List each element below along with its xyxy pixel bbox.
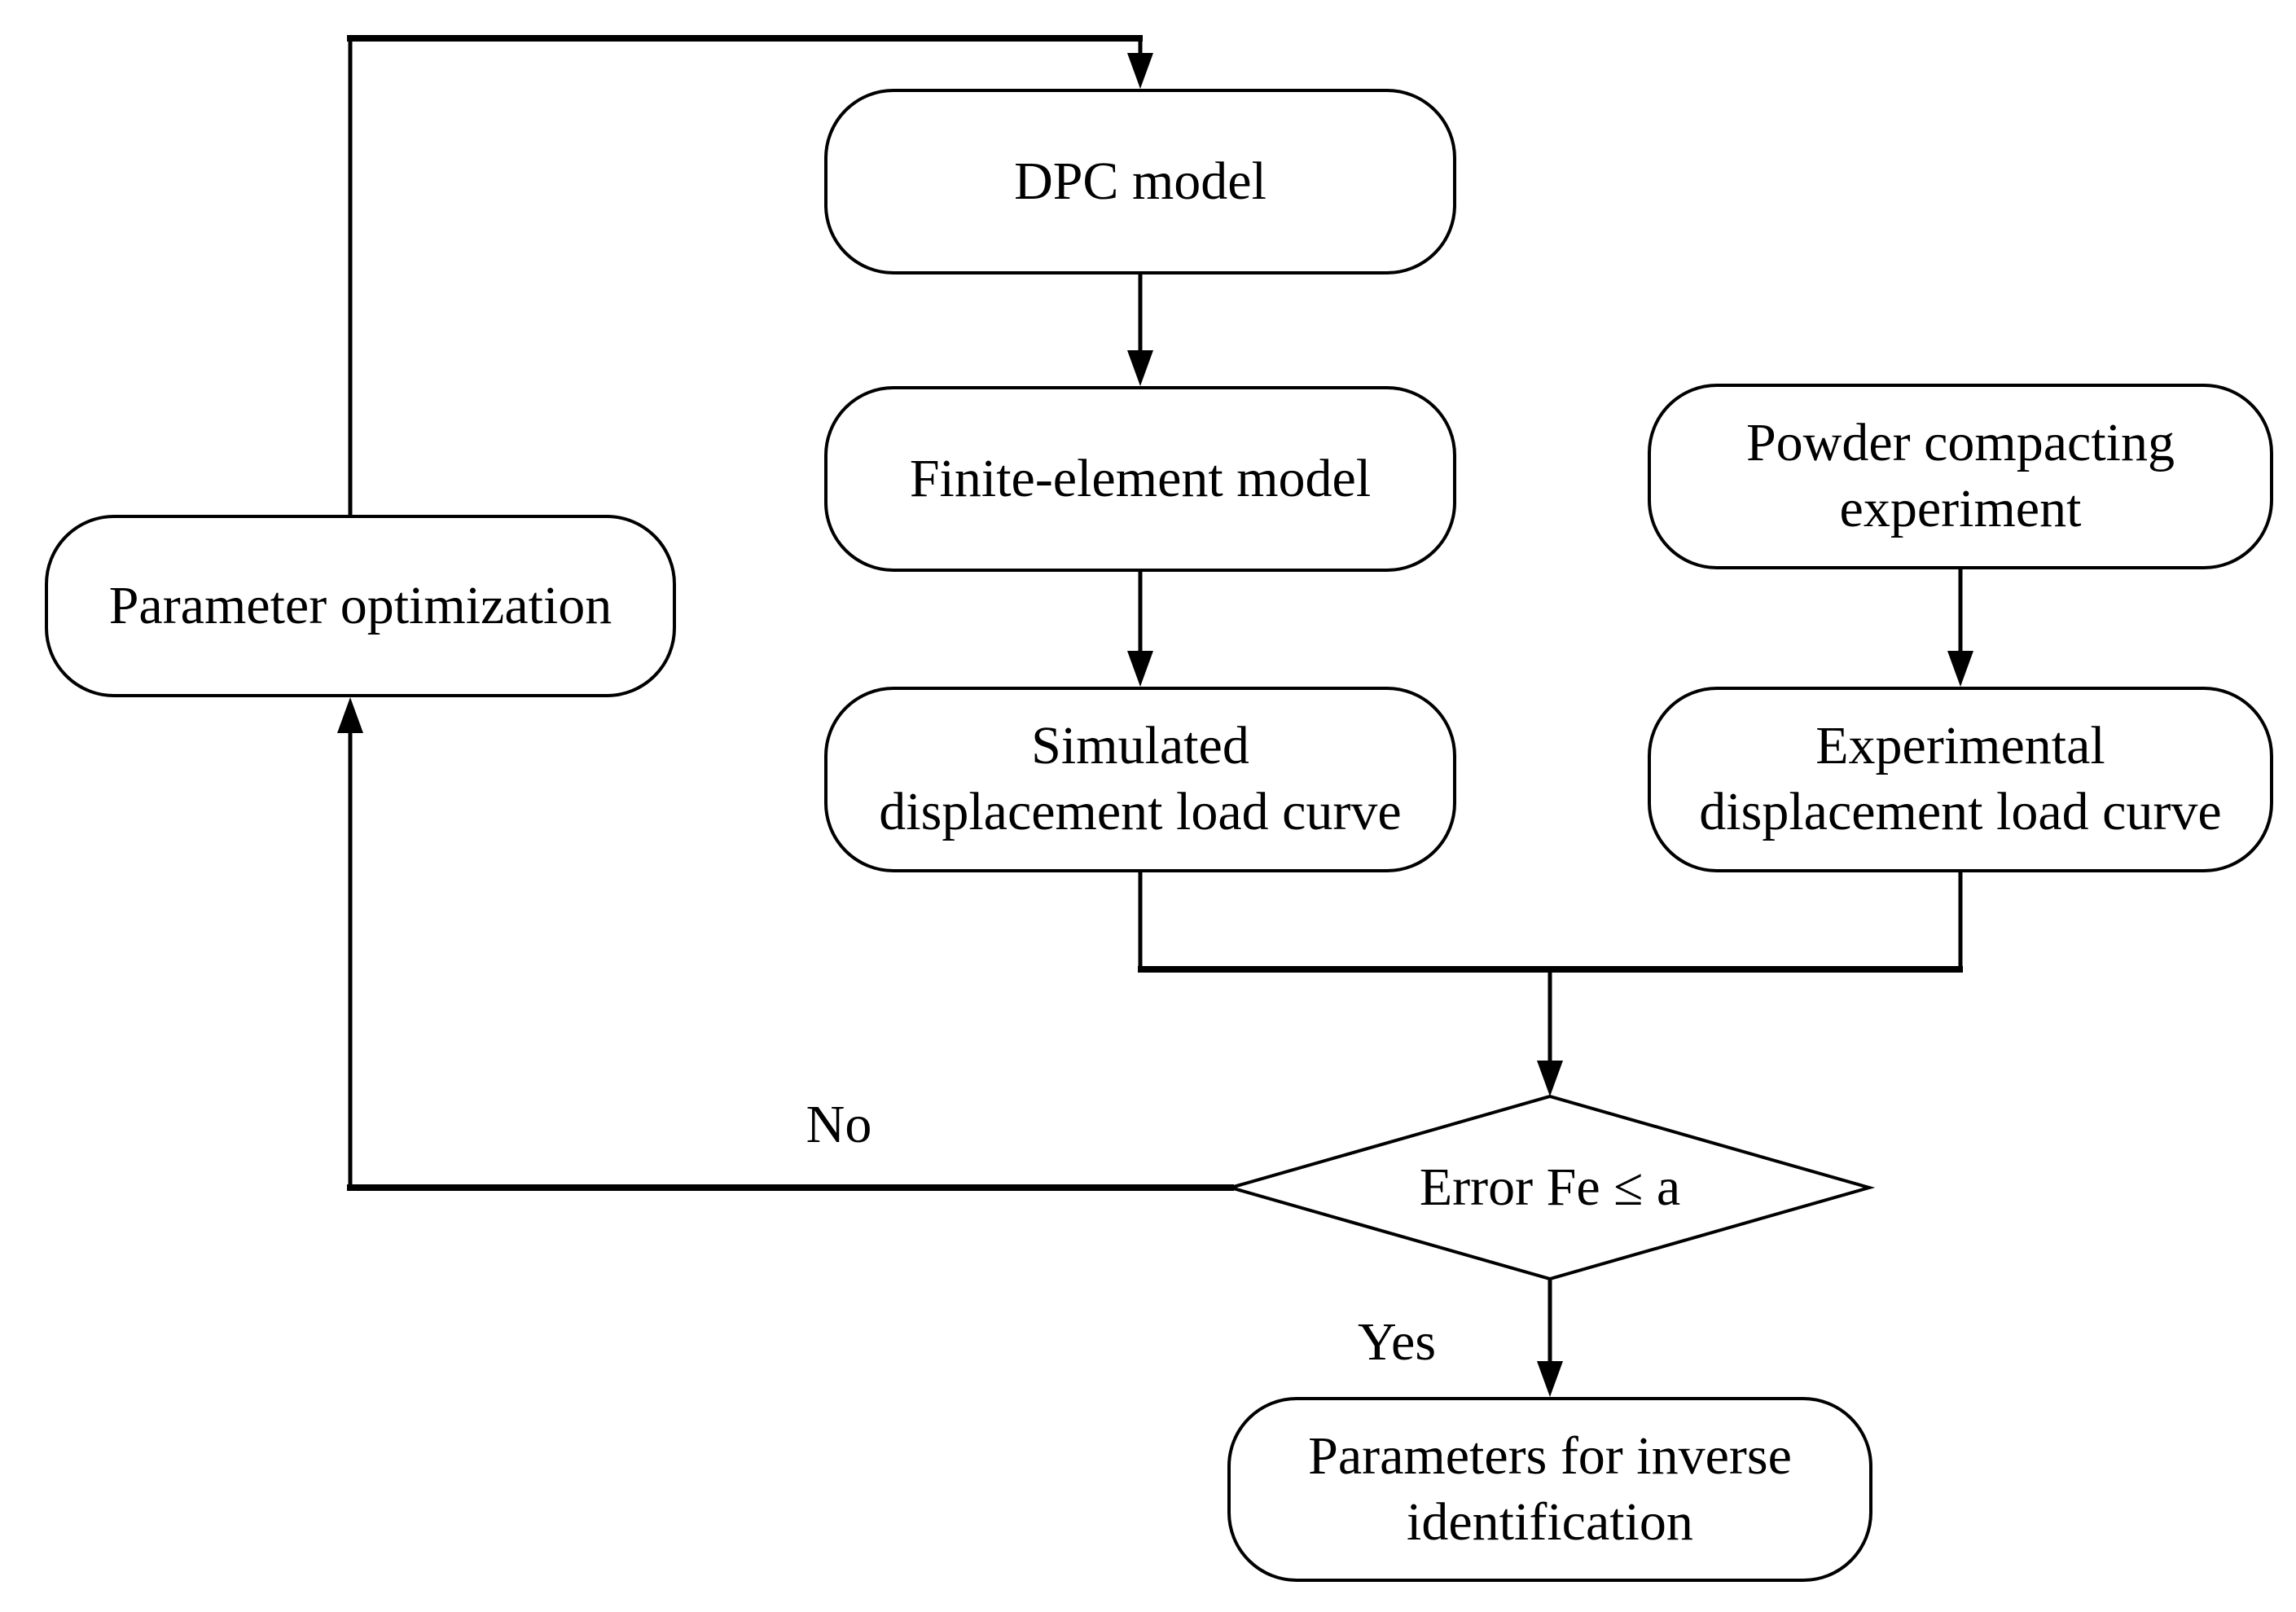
arrowhead-into-paramopt-icon bbox=[337, 697, 363, 733]
node-powder-compacting-experiment-label: Powder compacting experiment bbox=[1745, 413, 2175, 538]
node-experimental-curve: Experimental displacement load curve bbox=[1648, 687, 2273, 872]
node-simulated-curve: Simulated displacement load curve bbox=[824, 687, 1456, 872]
arrowhead-into-decision-icon bbox=[1537, 1061, 1563, 1096]
decision-diamond-shape bbox=[1224, 1094, 1876, 1281]
edge-label-no: No bbox=[757, 1084, 920, 1166]
arrowhead-into-simulated-icon bbox=[1127, 651, 1153, 687]
node-simulated-curve-label: Simulated displacement load curve bbox=[879, 716, 1402, 841]
decision-label-text: Error Fe ≤ a bbox=[1419, 1157, 1681, 1218]
arrowhead-into-experimental-icon bbox=[1947, 651, 1973, 687]
node-result: Parameters for inverse identification bbox=[1227, 1397, 1872, 1582]
edge-label-yes: Yes bbox=[1311, 1302, 1482, 1383]
node-finite-element-model: Finite-element model bbox=[824, 386, 1456, 572]
edge-label-yes-text: Yes bbox=[1357, 1312, 1437, 1373]
node-finite-element-model-label: Finite-element model bbox=[909, 448, 1372, 508]
edge-label-no-text: No bbox=[806, 1095, 872, 1155]
node-result-label: Parameters for inverse identification bbox=[1308, 1425, 1792, 1552]
node-parameter-optimization: Parameter optimization bbox=[45, 515, 676, 697]
arrowhead-into-finite-icon bbox=[1127, 350, 1153, 386]
node-dpc-model-label: DPC model bbox=[1014, 151, 1267, 211]
node-experimental-curve-label: Experimental displacement load curve bbox=[1699, 716, 2222, 841]
arrowhead-into-dpc-icon bbox=[1127, 53, 1153, 89]
node-parameter-optimization-label: Parameter optimization bbox=[108, 575, 612, 635]
arrowhead-into-result-icon bbox=[1537, 1361, 1563, 1397]
decision-label: Error Fe ≤ a bbox=[1265, 1143, 1835, 1232]
node-powder-compacting-experiment: Powder compacting experiment bbox=[1648, 384, 2273, 569]
node-dpc-model: DPC model bbox=[824, 89, 1456, 275]
